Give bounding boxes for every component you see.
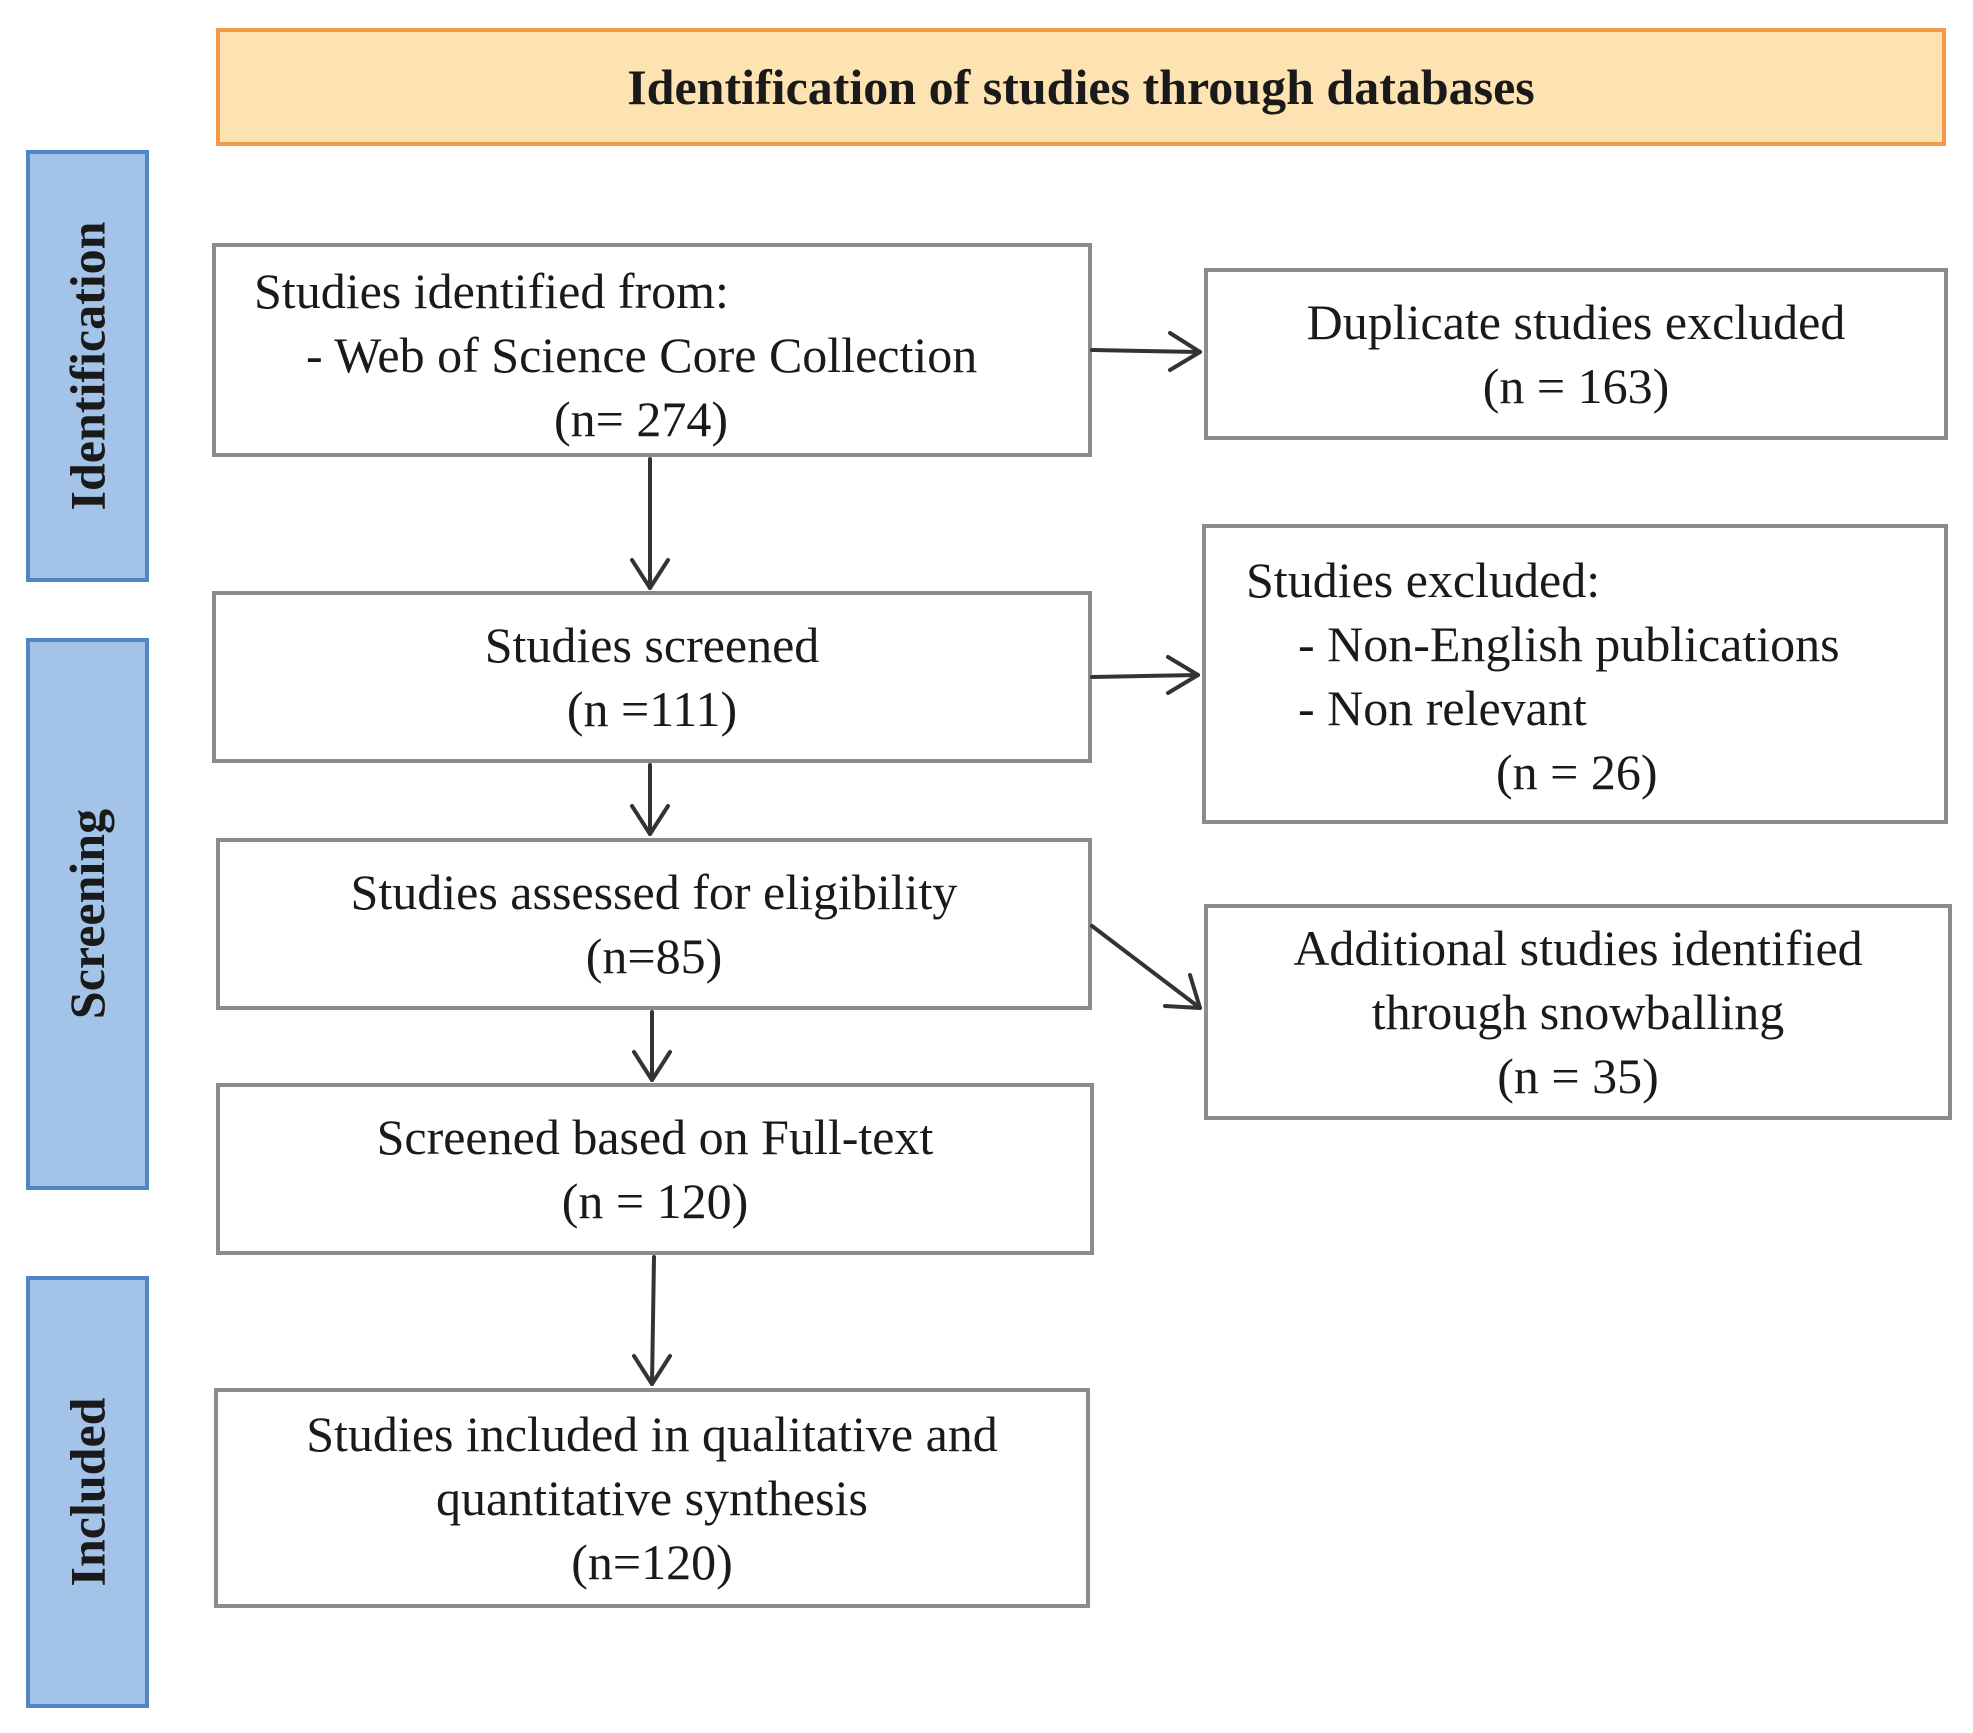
phase-screening-label: Screening [59, 808, 116, 1020]
eligibility-label: Studies assessed for eligibility [350, 864, 958, 920]
diagram-header: Identification of studies through databa… [216, 28, 1946, 146]
screened-label: Studies screened [484, 617, 820, 673]
fulltext-label: Screened based on Full-text [376, 1109, 934, 1165]
identified-heading: Studies identified from: [254, 263, 729, 319]
phase-identification-label: Identification [59, 221, 116, 511]
duplicates-label: Duplicate studies excluded [1306, 294, 1846, 350]
identified-count: (n= 274) [554, 391, 728, 447]
box-studies-excluded: Studies excluded: - Non-English publicat… [1202, 524, 1948, 824]
excluded-reason-relevance: - Non relevant [1298, 680, 1587, 736]
phase-identification: Identification [26, 150, 149, 582]
arrow-identified-to-duplicates [1090, 331, 1202, 372]
box-studies-identified: Studies identified from: - Web of Scienc… [212, 243, 1092, 457]
box-snowballing: Additional studies identified through sn… [1204, 904, 1952, 1120]
phase-screening: Screening [26, 638, 149, 1190]
identified-source: - Web of Science Core Collection [306, 327, 978, 383]
eligibility-count: (n=85) [585, 928, 723, 984]
arrow-eligibility-to-fulltext [632, 1010, 672, 1082]
box-eligibility: Studies assessed for eligibility (n=85) [216, 838, 1092, 1010]
header-title: Identification of studies through databa… [627, 59, 1535, 115]
fulltext-count: (n = 120) [561, 1173, 749, 1229]
phase-included-label: Included [59, 1397, 116, 1587]
phase-included: Included [26, 1276, 149, 1708]
snowballing-line2: through snowballing [1371, 984, 1785, 1040]
arrow-screened-to-excluded [1090, 655, 1200, 695]
arrow-eligibility-to-snowballing [1090, 924, 1202, 1010]
box-fulltext-screened: Screened based on Full-text (n = 120) [216, 1083, 1094, 1255]
box-studies-screened: Studies screened (n =111) [212, 591, 1092, 763]
box-studies-included: Studies included in qualitative and quan… [214, 1388, 1090, 1608]
included-line2: quantitative synthesis [436, 1470, 868, 1526]
excluded-reason-language: - Non-English publications [1298, 616, 1840, 672]
duplicates-count: (n = 163) [1482, 358, 1670, 414]
included-line1: Studies included in qualitative and [306, 1406, 998, 1462]
arrow-screened-to-eligibility [630, 763, 670, 836]
excluded-count: (n = 26) [1496, 744, 1658, 800]
box-duplicates-excluded: Duplicate studies excluded (n = 163) [1204, 268, 1948, 440]
arrow-identified-to-screened [630, 457, 670, 590]
excluded-heading: Studies excluded: [1246, 552, 1601, 608]
arrow-fulltext-to-included [632, 1255, 672, 1386]
included-count: (n=120) [571, 1534, 733, 1590]
snowballing-line1: Additional studies identified [1293, 920, 1863, 976]
snowballing-count: (n = 35) [1497, 1048, 1659, 1104]
screened-count: (n =111) [566, 681, 738, 737]
